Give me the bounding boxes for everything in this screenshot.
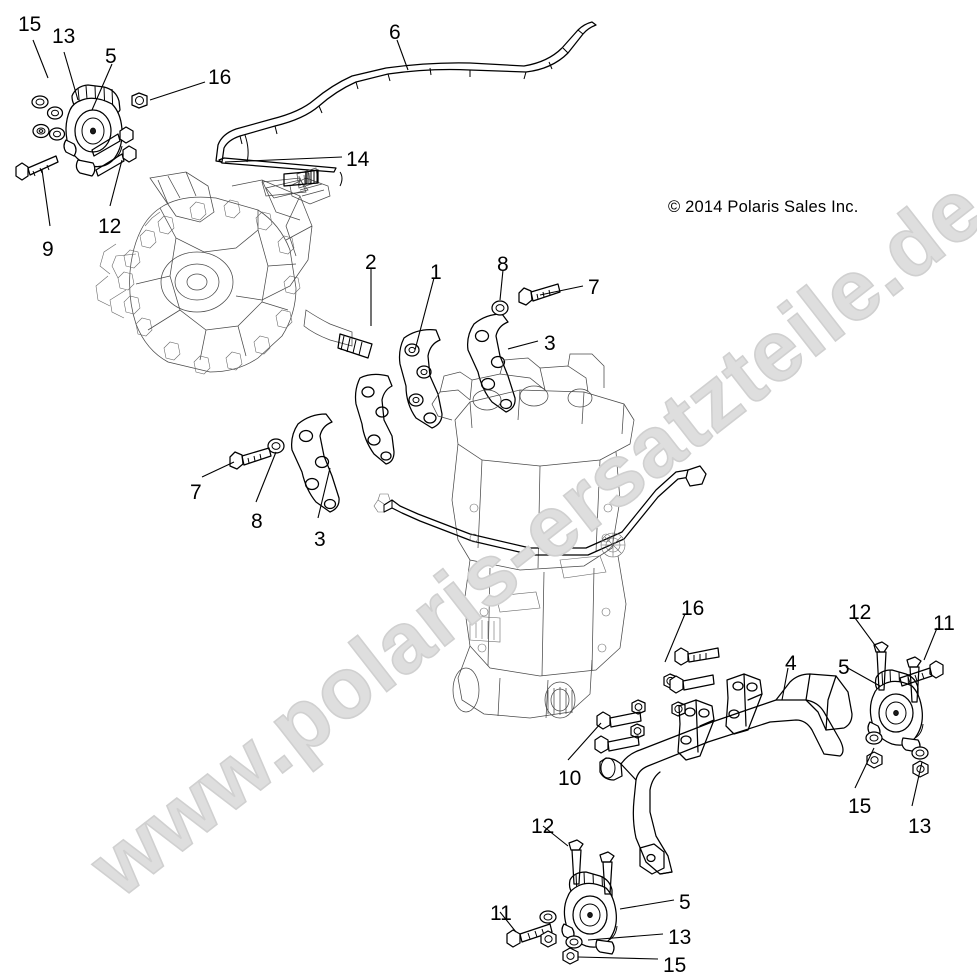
callout-number-5: 5 xyxy=(838,656,850,679)
callout-leader-lines xyxy=(32,39,938,960)
leader-line-12 xyxy=(109,159,123,207)
leader-line-10 xyxy=(567,722,602,761)
callout-number-1: 1 xyxy=(430,261,442,284)
hardware-bottom-mount xyxy=(506,839,615,965)
callout-number-16: 16 xyxy=(208,66,232,89)
callout-number-5: 5 xyxy=(679,891,691,914)
part-1-bracket xyxy=(398,329,443,429)
leader-line-11 xyxy=(923,627,938,661)
leader-line-11 xyxy=(499,911,517,933)
engine-assembly xyxy=(373,353,707,719)
leader-line-7 xyxy=(539,285,584,296)
leader-line-7 xyxy=(201,461,235,478)
part-3-bracket-right xyxy=(467,313,516,413)
callout-number-13: 13 xyxy=(668,926,692,949)
leader-line-5 xyxy=(619,899,675,910)
leader-line-12 xyxy=(854,617,881,653)
part-6-shift-rod xyxy=(215,21,597,163)
callout-number-6: 6 xyxy=(389,21,401,44)
callout-number-11: 11 xyxy=(490,902,512,925)
callout-number-12: 12 xyxy=(848,601,872,624)
leader-line-12 xyxy=(542,825,569,847)
callout-number-7: 7 xyxy=(588,276,600,299)
hardware-group-10-16 xyxy=(594,647,720,754)
leader-line-9 xyxy=(41,169,51,227)
callout-number-2: 2 xyxy=(365,251,377,274)
callout-number-8: 8 xyxy=(497,253,509,276)
leader-line-15 xyxy=(577,956,659,960)
callout-number-9: 9 xyxy=(42,238,54,261)
part-5-mount-bottom xyxy=(561,871,618,955)
leader-line-8 xyxy=(255,451,277,503)
hardware-right-mount xyxy=(865,641,944,778)
leader-line-13 xyxy=(587,933,664,941)
callout-number-12: 12 xyxy=(98,215,122,238)
callout-number-14: 14 xyxy=(346,148,370,171)
callout-number-3: 3 xyxy=(314,528,326,551)
callout-number-11: 11 xyxy=(933,612,955,635)
leader-line-16 xyxy=(149,81,206,101)
transmission-assembly xyxy=(95,167,373,375)
copyright-notice: © 2014 Polaris Sales Inc. xyxy=(668,198,859,216)
callout-number-15: 15 xyxy=(663,954,687,977)
leader-line-13 xyxy=(911,761,923,807)
leader-line-3 xyxy=(317,467,331,519)
callout-number-12: 12 xyxy=(531,815,555,838)
callout-number-7: 7 xyxy=(190,481,202,504)
leader-line-14 xyxy=(224,156,343,163)
callout-number-15: 15 xyxy=(18,13,42,36)
part-5-mount-upper-left xyxy=(63,84,123,177)
leader-line-5 xyxy=(91,63,113,111)
leader-line-5 xyxy=(845,666,881,687)
callout-number-5: 5 xyxy=(105,45,117,68)
leader-line-6 xyxy=(396,39,409,71)
callout-number-16: 16 xyxy=(681,597,705,620)
part-14-cable-rod xyxy=(218,134,343,187)
callout-number-13: 13 xyxy=(52,25,76,48)
callout-number-8: 8 xyxy=(251,510,263,533)
callout-number-4: 4 xyxy=(785,652,797,675)
hardware-mid xyxy=(229,283,561,470)
leader-line-13 xyxy=(63,51,79,101)
part-4-subframe xyxy=(599,673,853,875)
callout-number-3: 3 xyxy=(544,332,556,355)
bolts-upper-left xyxy=(15,126,137,181)
leader-line-1 xyxy=(414,277,435,351)
leader-line-16 xyxy=(664,613,686,663)
callout-number-10: 10 xyxy=(558,767,582,790)
hardware-upper-left xyxy=(31,92,148,141)
leader-line-15 xyxy=(854,747,875,789)
part-5-mount-right xyxy=(867,669,924,753)
callout-number-13: 13 xyxy=(908,815,932,838)
leader-line-15 xyxy=(32,39,49,79)
leader-line-4 xyxy=(781,667,789,701)
leader-line-8 xyxy=(499,269,504,301)
part-2-bracket xyxy=(354,373,395,465)
leader-line-3 xyxy=(507,340,539,350)
part-3-bracket-left xyxy=(291,413,340,513)
callout-number-15: 15 xyxy=(848,795,872,818)
